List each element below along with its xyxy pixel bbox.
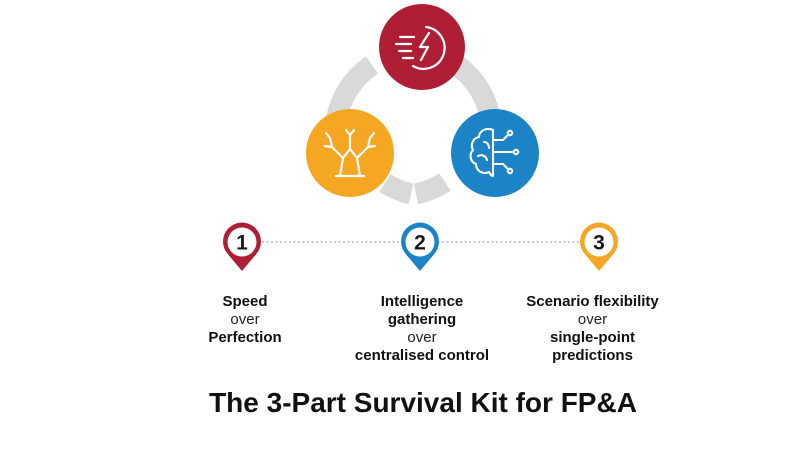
ring-segment-bottom-left [379, 173, 414, 205]
pillar-3-line-3: single-point [550, 329, 635, 346]
pin-3-number: 3 [593, 232, 605, 255]
speed-lightning-icon [394, 25, 446, 70]
pillar-3-line-4: predictions [552, 347, 633, 364]
pillar-2-line-2: gathering [387, 311, 457, 328]
pillar-2-line-4: centralised control [354, 347, 490, 364]
pin-2-number: 2 [414, 232, 426, 255]
pillar-3-text: Scenario flexibility over single-point p… [520, 293, 665, 365]
pillar-2-text: Intelligence gathering over centralised … [332, 293, 512, 365]
pillar-3-line-2: over [577, 311, 608, 328]
pin-3: 3 [580, 222, 619, 271]
speed-circle [379, 4, 465, 90]
pillar-1-line-1: Speed [222, 293, 268, 310]
pillar-3-line-1: Scenario flexibility [526, 293, 659, 310]
pillar-1-line-3: Perfection [208, 329, 282, 346]
intelligence-circle [451, 109, 539, 197]
scenario-circle [306, 109, 394, 197]
pin-2: 2 [401, 222, 439, 271]
pillar-2-line-1: Intelligence [380, 293, 464, 310]
page-title: The 3-Part Survival Kit for FP&A [209, 387, 637, 418]
branching-tree-icon [323, 128, 377, 178]
pin-1: 1 [223, 222, 262, 271]
pin-1-number: 1 [236, 232, 248, 255]
pillar-1-line-2: over [230, 311, 260, 328]
ring-segment-bottom [413, 173, 451, 205]
pillar-2-line-3: over [407, 329, 437, 346]
pillar-1-text: Speed over Perfection [180, 293, 310, 347]
brain-circuit-icon [469, 127, 520, 178]
